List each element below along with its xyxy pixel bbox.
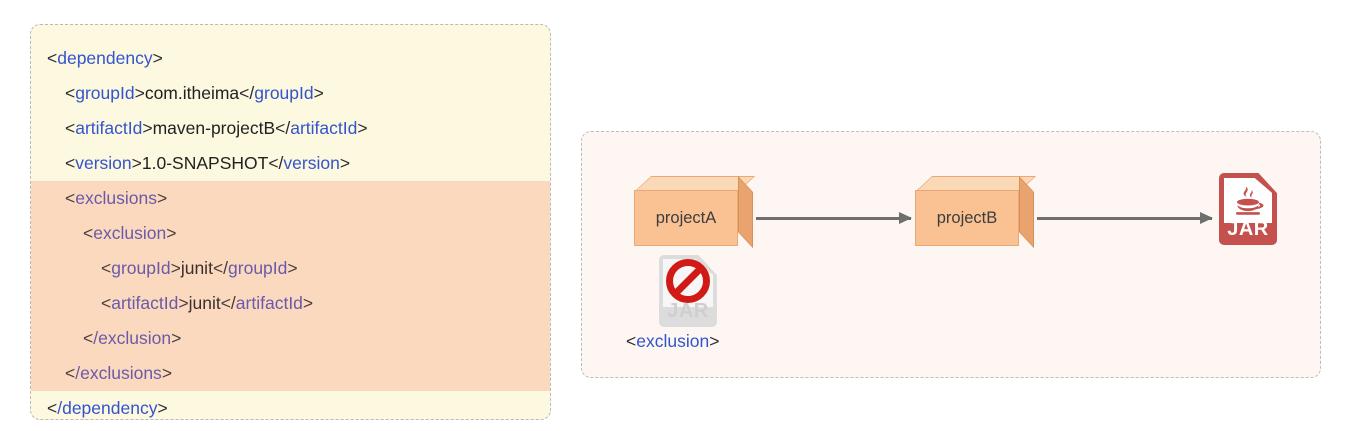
bracket-open-end: </: [268, 153, 284, 173]
bracket-open: <: [83, 328, 94, 348]
tag-name: dependency: [57, 48, 153, 68]
java-coffee-cup-icon: [1236, 186, 1264, 215]
edge-projectb-to-jar: [1037, 212, 1213, 224]
bracket-open: <: [101, 258, 112, 278]
tag-name: artifactId: [111, 293, 179, 313]
code-line-version: <version>1.0-SNAPSHOT</version>: [31, 146, 550, 181]
bracket-close: >: [166, 223, 177, 243]
bracket-close-end: >: [287, 258, 298, 278]
bracket-open-end: </: [239, 83, 255, 103]
node-projectb[interactable]: projectB: [915, 176, 1037, 249]
tag-value: com.itheima: [144, 83, 240, 103]
tag-name: /exclusions: [75, 363, 162, 383]
bracket-close-end: >: [339, 153, 351, 173]
box-side-face: [738, 176, 753, 249]
tag-name-end: artifactId: [235, 293, 303, 313]
bracket-close-end: >: [313, 83, 324, 103]
bracket-open: <: [65, 83, 76, 103]
tag-name: groupId: [75, 83, 135, 103]
bracket-close: >: [152, 48, 163, 68]
tag-name: exclusions: [75, 188, 157, 208]
exclusion-caption: <exclusion>: [626, 331, 719, 352]
bracket-open: <: [101, 293, 112, 313]
code-line-exclusions-close: </exclusions>: [31, 356, 550, 391]
code-line-exclusion-groupid: <groupId>junit</groupId>: [31, 251, 550, 286]
edge-projecta-to-projectb: [756, 212, 912, 224]
bracket-open: <: [83, 223, 94, 243]
node-projecta-label: projectA: [634, 190, 738, 246]
tag-value: junit: [180, 258, 213, 278]
jar-file-icon[interactable]: JAR: [1219, 173, 1277, 245]
bracket-open: <: [65, 188, 76, 208]
bracket-close: >: [157, 398, 168, 418]
code-line-exclusion-close: </exclusion>: [31, 321, 550, 356]
bracket-open: <: [47, 48, 58, 68]
excluded-jar-file-label: JAR: [667, 300, 709, 322]
tag-name: /dependency: [57, 398, 158, 418]
code-line-dependency-open: <dependency>: [31, 41, 550, 76]
tag-name: /exclusion: [93, 328, 172, 348]
bracket-close-end: >: [302, 293, 314, 313]
tag-name: version: [75, 153, 132, 173]
jar-file-label: JAR: [1227, 218, 1269, 240]
code-line-artifactid: <artifactId>maven-projectB</artifactId>: [31, 111, 550, 146]
code-line-list: <dependency> <groupId>com.itheima</group…: [31, 25, 550, 419]
bracket-open: <: [47, 398, 58, 418]
tag-value: 1.0-SNAPSHOT: [141, 153, 269, 173]
diagram-panel: projectA projectB JAR: [581, 131, 1321, 378]
tag-name: artifactId: [75, 118, 143, 138]
bracket-close: >: [142, 118, 153, 138]
code-line-dependency-close: </dependency>: [31, 391, 550, 419]
bracket-close: >: [170, 258, 181, 278]
code-line-exclusions-open: <exclusions>: [31, 181, 550, 216]
node-projectb-label: projectB: [915, 190, 1019, 246]
bracket-open: <: [65, 118, 76, 138]
tag-name-end: version: [283, 153, 340, 173]
code-line-exclusion-open: <exclusion>: [31, 216, 550, 251]
exclusion-caption-tag: exclusion: [636, 331, 710, 351]
tag-name: groupId: [111, 258, 171, 278]
excluded-jar-file-icon[interactable]: JAR: [659, 255, 717, 327]
bracket-close: >: [131, 153, 142, 173]
code-line-groupid: <groupId>com.itheima</groupId>: [31, 76, 550, 111]
bracket-open-end: </: [212, 258, 229, 278]
tag-name-end: groupId: [228, 258, 288, 278]
xml-code-panel: <dependency> <groupId>com.itheima</group…: [30, 24, 551, 420]
bracket-close: >: [134, 83, 145, 103]
tag-value: maven-projectB: [152, 118, 276, 138]
bracket-close-end: >: [357, 118, 368, 138]
tag-name-end: artifactId: [290, 118, 358, 138]
node-projecta[interactable]: projectA: [634, 176, 756, 249]
bracket-open: <: [626, 331, 637, 351]
tag-value: junit: [188, 293, 221, 313]
code-line-exclusion-artifactid: <artifactId>junit</artifactId>: [31, 286, 550, 321]
bracket-close: >: [178, 293, 189, 313]
box-side-face: [1019, 176, 1034, 249]
bracket-close: >: [709, 331, 720, 351]
bracket-close: >: [171, 328, 182, 348]
bracket-open: <: [65, 153, 76, 173]
prohibited-icon: [666, 259, 710, 303]
bracket-open: <: [65, 363, 76, 383]
bracket-open-end: </: [275, 118, 291, 138]
tag-name: exclusion: [93, 223, 167, 243]
bracket-open-end: </: [220, 293, 236, 313]
bracket-close: >: [156, 188, 168, 208]
tag-name-end: groupId: [254, 83, 314, 103]
bracket-close: >: [161, 363, 173, 383]
